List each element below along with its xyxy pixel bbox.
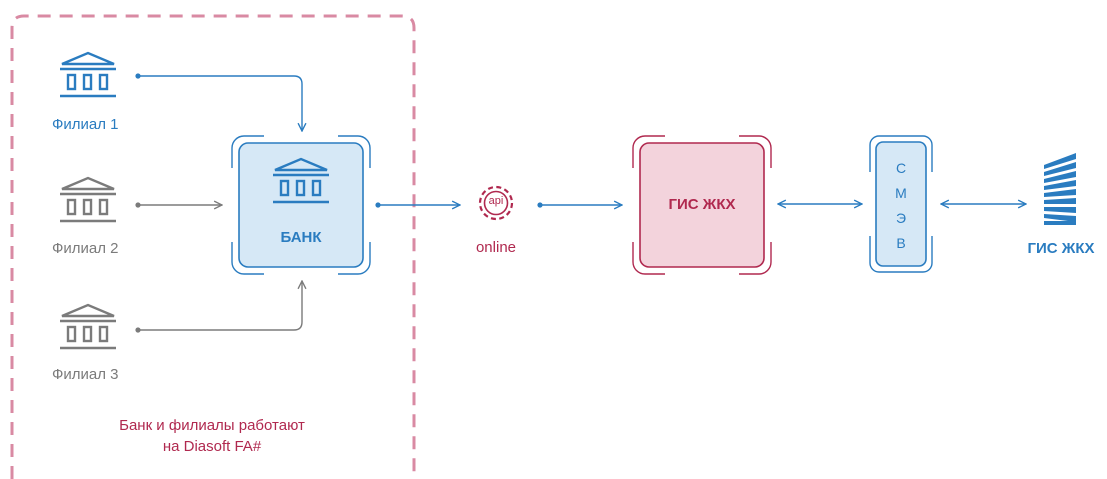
smev-letter: М bbox=[895, 185, 907, 201]
branch-label-3: Филиал 3 bbox=[52, 366, 119, 383]
bank-building-icon bbox=[273, 157, 329, 204]
branch1-connector bbox=[135, 73, 302, 131]
gis-box-label: ГИС ЖКХ bbox=[668, 196, 736, 213]
branch2-connector bbox=[135, 202, 222, 207]
smev-letter: В bbox=[896, 235, 906, 251]
api-gear-icon bbox=[478, 185, 514, 221]
bank-node bbox=[228, 132, 374, 278]
group-note-line2: на Diasoft FA# bbox=[162, 438, 262, 455]
smev-letter: С bbox=[895, 160, 907, 176]
smev-node bbox=[866, 135, 936, 273]
branch-label-2: Филиал 2 bbox=[52, 240, 119, 257]
branch-label-1: Филиал 1 bbox=[52, 116, 119, 133]
bank-group-border bbox=[10, 14, 416, 479]
bank-building-icon bbox=[60, 303, 116, 350]
api-to-gis-connector bbox=[537, 202, 622, 207]
office-building-icon bbox=[1044, 153, 1076, 225]
gis-building-label: ГИС ЖКХ bbox=[1027, 240, 1095, 257]
group-note-line1: Банк и филиалы работают bbox=[119, 417, 305, 434]
api-label: online bbox=[475, 239, 517, 256]
bank-building-icon bbox=[60, 51, 116, 98]
bank-to-api-connector bbox=[375, 202, 460, 207]
bank-building-icon bbox=[60, 176, 116, 223]
gis-node bbox=[629, 132, 775, 278]
api-icon-text: api bbox=[488, 195, 504, 207]
smev-letter: Э bbox=[895, 210, 907, 226]
branch3-connector bbox=[135, 281, 302, 333]
bank-label: БАНК bbox=[280, 229, 322, 246]
